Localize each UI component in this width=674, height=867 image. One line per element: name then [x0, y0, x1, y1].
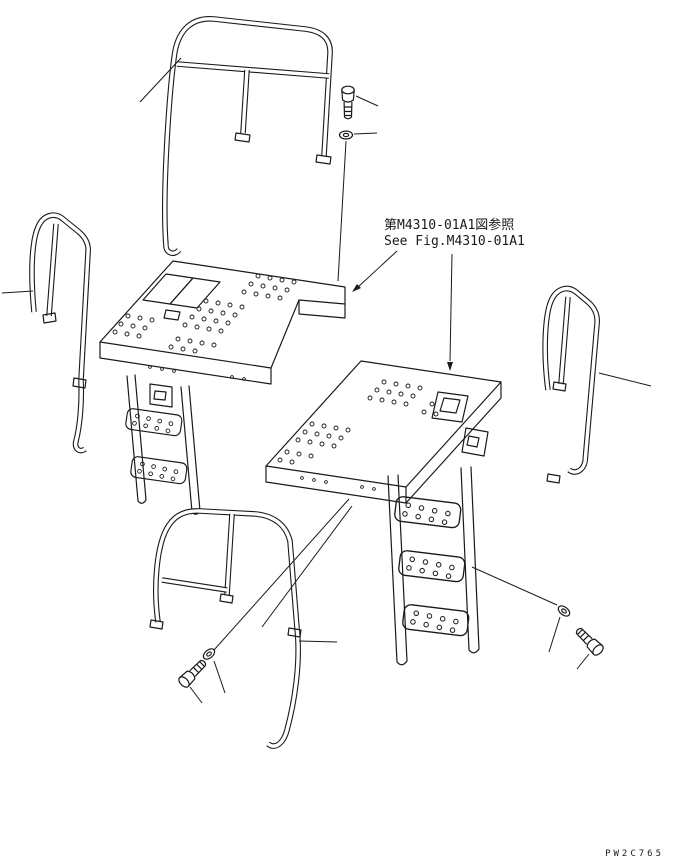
rail-foot: [219, 593, 234, 604]
hatch-flap: [461, 427, 489, 457]
rail-foot: [546, 473, 561, 484]
washer-bottom-right: [555, 603, 573, 619]
reference-arrow-left: [352, 250, 398, 292]
ladder-tread: [125, 408, 182, 436]
support-bracket: [149, 383, 173, 408]
leader-washer-bottom-left: [213, 660, 226, 694]
rail-foot: [315, 154, 332, 165]
rail-foot: [234, 132, 251, 143]
leader-bolt-bottom-left: [189, 686, 203, 704]
platform-left: [99, 260, 346, 408]
perforation-holes: [277, 379, 439, 491]
annotation-text-en: See Fig.M4310-01A1: [384, 234, 525, 249]
part-code: PW2C765: [605, 849, 664, 859]
ladder-left: [125, 374, 201, 515]
reference-arrow-right: [447, 253, 453, 371]
ladder-tread: [398, 550, 465, 582]
leader-bolt-top: [355, 95, 379, 107]
platform-right: [265, 360, 502, 504]
mounting-bolt-bottom-left: [176, 656, 210, 690]
ladder-tread: [402, 604, 469, 636]
rail-foot: [149, 619, 164, 630]
handrail-left: [32, 215, 88, 450]
leader-handrail-bottom-left: [298, 640, 338, 643]
mounting-bolt-bottom-right: [572, 624, 606, 658]
leader-washer-bottom-right: [548, 616, 561, 653]
reference-annotation: 第M4310-01A1図参照 See Fig.M4310-01A1: [352, 217, 525, 371]
leader-lines: [1, 57, 652, 704]
handrail-bottom-left: [149, 511, 302, 746]
ladder-tread: [130, 456, 187, 484]
mount-line-diagonal-1: [261, 505, 353, 628]
handrail-top: [165, 19, 331, 253]
ladder-right: [387, 466, 480, 666]
mounting-bolt-top: [341, 85, 355, 120]
leader-washer-top: [353, 132, 378, 135]
leader-handrail-top: [139, 57, 182, 103]
mount-line-top: [337, 140, 347, 282]
leader-handrail-right: [598, 372, 652, 387]
rail-foot: [552, 381, 567, 392]
mount-line-diagonal-2: [213, 498, 350, 651]
rail-foot: [287, 627, 302, 638]
hatch-opening: [431, 391, 469, 423]
mount-line-ladder: [471, 566, 558, 606]
ladder-tread: [394, 496, 461, 528]
rail-foot: [42, 312, 57, 324]
rail-foot: [72, 377, 87, 389]
hatch-opening: [142, 273, 221, 321]
leader-handrail-left: [1, 290, 34, 294]
washer-top: [338, 130, 354, 140]
annotation-text-jp: 第M4310-01A1図参照: [384, 217, 514, 233]
leader-bolt-bottom-right: [576, 653, 590, 670]
washer-bottom-left: [200, 646, 218, 662]
handrail-right: [545, 289, 597, 484]
